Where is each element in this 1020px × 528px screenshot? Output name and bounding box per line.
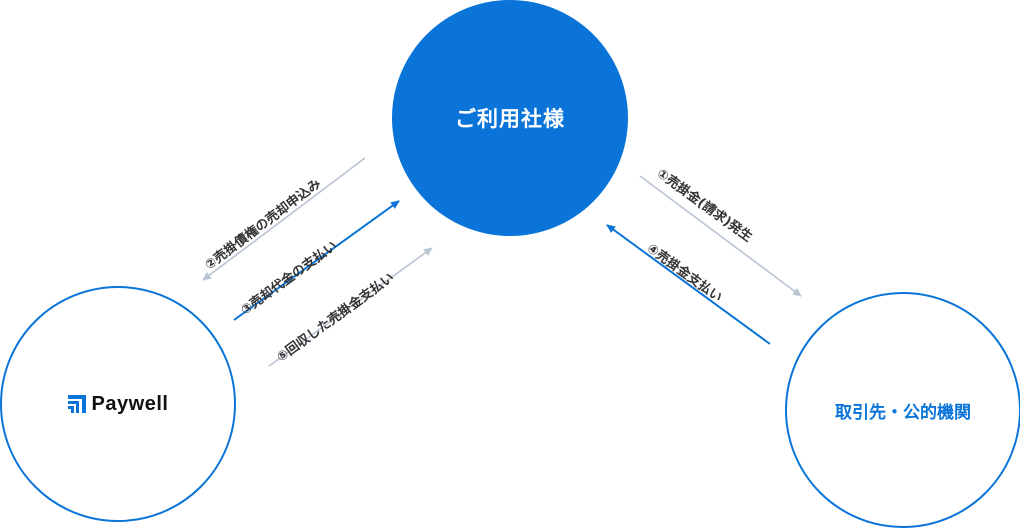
- paywell-logo-text: Paywell: [91, 392, 169, 415]
- paywell-logo: Paywell: [67, 392, 169, 416]
- arrow-step5: [268, 247, 433, 367]
- node-paywell: Paywell: [0, 286, 236, 522]
- paywell-logo-icon: [67, 395, 86, 413]
- arrow-step1: [639, 175, 802, 297]
- node-partner: 取引先・公的機関: [785, 292, 1020, 528]
- arrow-step3: [233, 200, 400, 321]
- node-user-company: ご利用社様: [392, 0, 628, 236]
- arrow-step4: [606, 224, 771, 345]
- arrow-step2: [202, 157, 366, 281]
- node-user-label: ご利用社様: [455, 107, 565, 131]
- node-partner-label: 取引先・公的機関: [835, 402, 971, 423]
